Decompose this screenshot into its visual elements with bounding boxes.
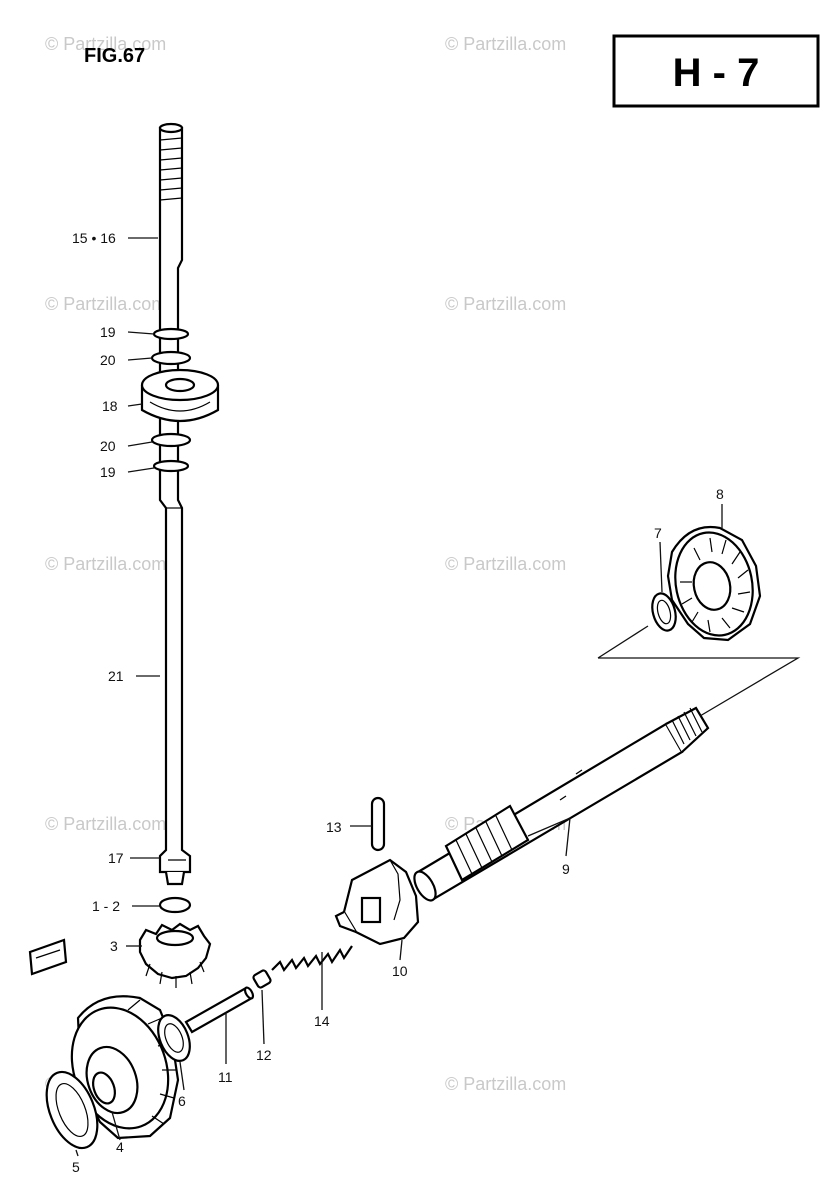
watermark-text: © Partzilla.com bbox=[45, 294, 166, 314]
callout-15-16: 15 • 16 bbox=[72, 230, 116, 246]
watermark-text: © Partzilla.com bbox=[45, 814, 166, 834]
snap-ring-19-lower bbox=[152, 459, 190, 473]
callout-14: 14 bbox=[314, 1013, 330, 1029]
callout-1-2: 1 - 2 bbox=[92, 898, 120, 914]
spring-14 bbox=[271, 945, 353, 973]
callout-6: 6 bbox=[178, 1093, 186, 1109]
callout-12: 12 bbox=[256, 1047, 272, 1063]
forward-gear-8 bbox=[666, 525, 762, 642]
callout-21: 21 bbox=[108, 668, 124, 684]
callout-labels: 15 • 16 19 20 18 20 19 21 17 1 - 2 3 4 5… bbox=[72, 230, 724, 1175]
callout-7: 7 bbox=[654, 525, 662, 541]
push-rod-11 bbox=[184, 986, 255, 1034]
clutch-dog-10 bbox=[334, 858, 420, 946]
pin-13 bbox=[370, 796, 386, 852]
drive-shaft bbox=[158, 122, 192, 886]
pinion-gear-3 bbox=[138, 922, 212, 988]
propeller-shaft-9 bbox=[413, 706, 710, 902]
plunger-12 bbox=[252, 969, 272, 989]
section-code-box bbox=[612, 34, 820, 108]
forward-gear-bracket bbox=[597, 625, 801, 717]
callout-20: 20 bbox=[100, 352, 116, 368]
direction-arrow-mark bbox=[28, 938, 68, 976]
callout-4: 4 bbox=[116, 1139, 124, 1155]
watermark-layer: © Partzilla.com © Partzilla.com © Partzi… bbox=[45, 34, 566, 1094]
callout-11: 11 bbox=[218, 1069, 233, 1085]
callout-3: 3 bbox=[110, 938, 118, 954]
watermark-text: © Partzilla.com bbox=[445, 294, 566, 314]
watermark-text: © Partzilla.com bbox=[445, 554, 566, 574]
watermark-text: © Partzilla.com bbox=[45, 34, 166, 54]
section-code: H - 7 bbox=[673, 51, 760, 95]
pinion-shim-1-2 bbox=[158, 896, 192, 914]
washer-20-lower bbox=[150, 432, 192, 448]
ball-bearing-18 bbox=[140, 368, 220, 423]
callout-8: 8 bbox=[716, 486, 724, 502]
watermark-text: © Partzilla.com bbox=[45, 554, 166, 574]
watermark-text: © Partzilla.com bbox=[445, 1074, 566, 1094]
callout-13: 13 bbox=[326, 819, 342, 835]
watermark-text: © Partzilla.com bbox=[445, 34, 566, 54]
callout-19: 19 bbox=[100, 324, 116, 340]
callout-10: 10 bbox=[392, 963, 408, 979]
washer-20-upper bbox=[150, 350, 192, 366]
bevel-gear-4 bbox=[70, 995, 180, 1140]
figure-label: FIG.67 bbox=[84, 45, 145, 67]
leader-lines bbox=[75, 237, 723, 1157]
callout-17: 17 bbox=[108, 850, 124, 866]
callout-9: 9 bbox=[562, 861, 570, 877]
callout-20: 20 bbox=[100, 438, 116, 454]
callout-5: 5 bbox=[72, 1159, 80, 1175]
callout-19: 19 bbox=[100, 464, 116, 480]
snap-ring-19-upper bbox=[152, 327, 190, 341]
callout-18: 18 bbox=[102, 398, 118, 414]
shim-5 bbox=[45, 1070, 99, 1150]
